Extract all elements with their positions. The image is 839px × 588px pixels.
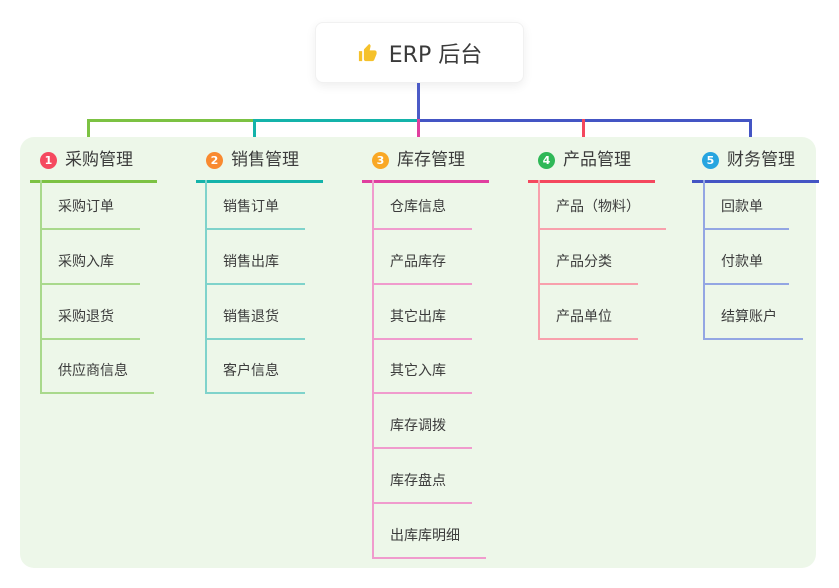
branch-label: 财务管理	[727, 150, 795, 170]
branch-node-1[interactable]: 1 采购管理	[30, 147, 157, 183]
branch-number-badge: 2	[206, 151, 223, 169]
branch-node-4[interactable]: 4 产品管理	[528, 147, 655, 183]
leaf-node[interactable]: 销售退货	[205, 308, 305, 340]
branch-label: 产品管理	[563, 150, 631, 170]
root-connector-line	[417, 83, 420, 122]
branch-rail-line	[703, 180, 705, 340]
branch-rail-line	[538, 180, 540, 340]
connector-line	[749, 119, 752, 147]
thumbs-up-icon	[357, 41, 380, 64]
leaf-node[interactable]: 回款单	[703, 198, 789, 230]
leaf-node[interactable]: 其它出库	[372, 308, 472, 340]
branch-number-badge: 4	[538, 151, 555, 169]
branch-rail-line	[372, 180, 374, 559]
connector-line	[87, 119, 253, 122]
connector-line	[253, 119, 256, 147]
leaf-node[interactable]: 销售订单	[205, 198, 305, 230]
leaf-node[interactable]: 采购入库	[40, 253, 140, 285]
leaf-node[interactable]: 产品分类	[538, 253, 638, 285]
branch-rail-line	[40, 180, 42, 395]
connector-line	[87, 119, 90, 147]
leaf-node[interactable]: 结算账户	[703, 308, 803, 340]
branch-label: 销售管理	[231, 150, 299, 170]
leaf-node[interactable]: 采购订单	[40, 198, 140, 230]
leaf-node[interactable]: 采购退货	[40, 308, 140, 340]
leaf-node[interactable]: 出库库明细	[372, 527, 486, 559]
root-label: ERP 后台	[388, 42, 483, 68]
leaf-node[interactable]: 产品（物料）	[538, 198, 666, 230]
leaf-node[interactable]: 付款单	[703, 253, 789, 285]
branch-number-badge: 1	[40, 151, 57, 169]
connector-line	[253, 119, 417, 122]
branch-number-badge: 5	[702, 151, 719, 169]
leaf-node[interactable]: 产品库存	[372, 253, 472, 285]
leaf-node[interactable]: 其它入库	[372, 362, 472, 395]
connector-line	[582, 119, 585, 147]
branch-label: 采购管理	[65, 150, 133, 170]
connector-line	[420, 119, 752, 122]
branch-group-panel	[20, 137, 816, 568]
leaf-node[interactable]: 客户信息	[205, 362, 305, 395]
branch-rail-line	[205, 180, 207, 395]
root-node[interactable]: ERP 后台	[315, 22, 524, 83]
leaf-node[interactable]: 供应商信息	[40, 362, 154, 395]
branch-node-3[interactable]: 3 库存管理	[362, 147, 489, 183]
branch-node-5[interactable]: 5 财务管理	[692, 147, 819, 183]
branch-number-badge: 3	[372, 151, 389, 169]
leaf-node[interactable]: 仓库信息	[372, 198, 472, 230]
branch-node-2[interactable]: 2 销售管理	[196, 147, 323, 183]
leaf-node[interactable]: 销售出库	[205, 253, 305, 285]
leaf-node[interactable]: 库存盘点	[372, 472, 472, 504]
leaf-node[interactable]: 库存调拨	[372, 417, 472, 450]
connector-line	[417, 119, 420, 147]
branch-label: 库存管理	[397, 150, 465, 170]
leaf-node[interactable]: 产品单位	[538, 308, 638, 340]
